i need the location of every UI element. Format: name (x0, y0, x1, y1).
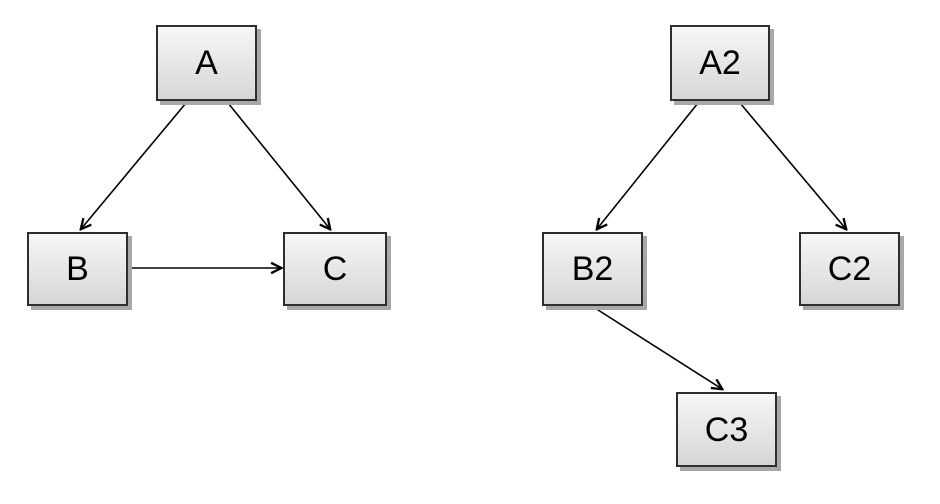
node-label-B: B (66, 250, 89, 288)
node-A2[interactable]: A2 (670, 25, 770, 101)
edges-group (81, 102, 846, 389)
edge-A2-B2[interactable] (597, 102, 699, 229)
node-label-A: A (195, 44, 218, 82)
node-label-C3: C3 (704, 410, 749, 449)
node-C[interactable]: C (283, 232, 387, 306)
node-label-C: C (322, 250, 348, 288)
edge-A2-C2[interactable] (739, 102, 846, 229)
node-C3[interactable]: C3 (676, 392, 777, 467)
node-C2[interactable]: C2 (799, 232, 900, 306)
node-B2[interactable]: B2 (542, 232, 643, 306)
node-label-B2: B2 (571, 250, 614, 288)
edge-B2-C3[interactable] (594, 307, 722, 389)
node-label-A2: A2 (699, 44, 741, 82)
edge-A-C[interactable] (227, 102, 330, 229)
edge-A-B[interactable] (81, 102, 187, 229)
node-label-C2: C2 (827, 250, 872, 288)
node-A[interactable]: A (156, 25, 257, 101)
node-B[interactable]: B (27, 232, 128, 306)
